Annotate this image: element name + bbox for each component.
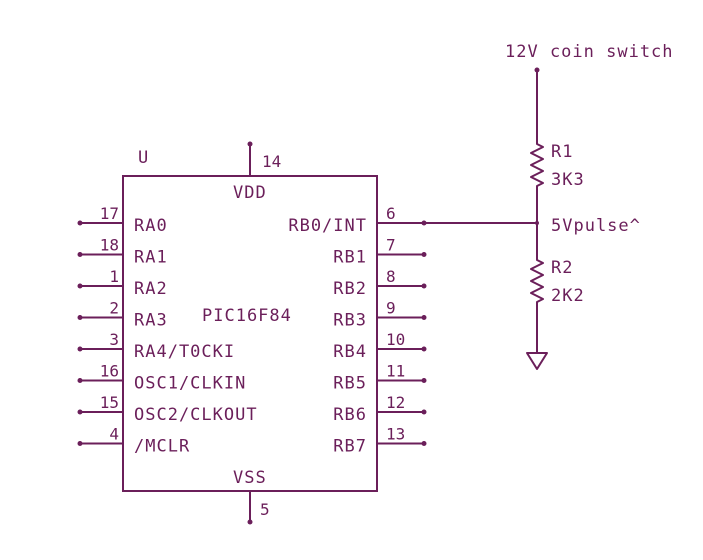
left-pin-label: OSC2/CLKOUT xyxy=(134,405,258,425)
right-pin-end xyxy=(421,283,427,289)
r2-ref-label: R2 xyxy=(551,258,573,278)
right-pin-label: RB6 xyxy=(333,405,367,425)
left-pin-end xyxy=(77,346,83,352)
right-pin-number: 11 xyxy=(386,362,405,381)
left-pin-number: 18 xyxy=(100,236,119,255)
right-pin-end xyxy=(421,315,427,320)
left-pin-label: RA3 xyxy=(134,311,168,331)
left-pin-number: 16 xyxy=(100,362,119,381)
right-pin-label: RB2 xyxy=(333,279,367,299)
right-pin-number: 7 xyxy=(386,236,396,255)
junction-dot xyxy=(535,221,539,225)
right-pin-label: RB1 xyxy=(333,248,367,268)
output-net-label: 5Vpulse^ xyxy=(551,216,641,236)
left-pin-label: /MCLR xyxy=(134,437,190,457)
right-pin-end xyxy=(421,346,427,352)
left-pin-number: 15 xyxy=(100,393,119,412)
left-pin-label: RA2 xyxy=(134,279,168,299)
vss-pin-label: VSS xyxy=(233,468,267,488)
left-pin-end xyxy=(77,315,83,320)
left-pin-label: OSC1/CLKIN xyxy=(134,374,246,394)
left-pin-end xyxy=(77,378,83,383)
left-pin-number: 2 xyxy=(109,299,119,318)
ic-part-label: PIC16F84 xyxy=(202,306,292,326)
left-pin-end xyxy=(77,220,83,226)
ic-ref-label: U xyxy=(138,148,149,168)
r2-resistor xyxy=(530,253,544,307)
left-pin-end xyxy=(77,441,83,446)
right-pin-label: RB0/INT xyxy=(288,216,367,236)
right-pin-end xyxy=(421,252,427,257)
left-pin-end xyxy=(77,283,83,289)
right-pin-label: RB5 xyxy=(333,374,367,394)
right-pin-number: 8 xyxy=(386,267,396,286)
right-pin-label: RB4 xyxy=(333,342,367,362)
left-pin-label: RA4/T0CKI xyxy=(134,342,235,362)
vdd-pin-end xyxy=(247,141,253,147)
vss-pin-end xyxy=(247,519,253,525)
right-pin-number: 6 xyxy=(386,204,396,223)
r2-value-label: 2K2 xyxy=(551,286,585,306)
left-pin-number: 4 xyxy=(109,425,119,444)
left-pin-number: 3 xyxy=(109,330,119,349)
ground-icon xyxy=(526,352,548,370)
right-pin-number: 10 xyxy=(386,330,405,349)
left-pin-label: RA0 xyxy=(134,216,168,236)
vdd-pin-label: VDD xyxy=(233,183,267,203)
right-pin-label: RB3 xyxy=(333,311,367,331)
right-pin-number: 13 xyxy=(386,425,405,444)
right-pin-label: RB7 xyxy=(333,437,367,457)
right-pin-number: 9 xyxy=(386,299,396,318)
right-pin-end xyxy=(421,378,427,383)
right-pin-end xyxy=(421,441,427,446)
left-pin-end xyxy=(77,409,83,415)
r1-resistor xyxy=(530,136,544,191)
r1-ref-label: R1 xyxy=(551,142,573,162)
right-pin-end xyxy=(421,409,427,415)
left-pin-label: RA1 xyxy=(134,248,168,268)
vss-pin-number: 5 xyxy=(260,500,270,519)
right-pin-number: 12 xyxy=(386,393,405,412)
left-pin-number: 17 xyxy=(100,204,119,223)
left-pin-end xyxy=(77,252,83,257)
vdd-pin-number: 14 xyxy=(262,152,281,171)
input-net-label: 12V coin switch xyxy=(505,42,674,62)
left-pin-number: 1 xyxy=(109,267,119,286)
r1-value-label: 3K3 xyxy=(551,170,585,190)
